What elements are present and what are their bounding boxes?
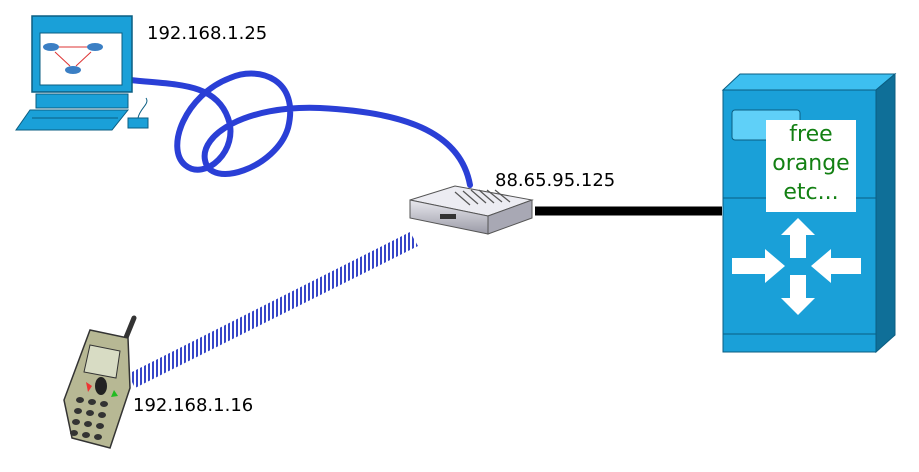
wifi-link — [128, 232, 418, 388]
computer-icon — [15, 15, 149, 131]
phone-icon — [63, 315, 137, 449]
isp-switch-icon — [721, 72, 897, 354]
router-ip-label: 88.65.95.125 — [495, 170, 616, 191]
computer-ip-label: 192.168.1.25 — [147, 23, 268, 44]
ethernet-cable — [127, 70, 473, 188]
router-icon — [409, 185, 534, 235]
phone-ip-label: 192.168.1.16 — [133, 395, 254, 416]
isp-name-box: free orange etc... — [766, 120, 856, 212]
isp-line-etc: etc... — [783, 180, 839, 205]
isp-line-free: free — [789, 122, 833, 147]
isp-line-orange: orange — [772, 151, 850, 176]
